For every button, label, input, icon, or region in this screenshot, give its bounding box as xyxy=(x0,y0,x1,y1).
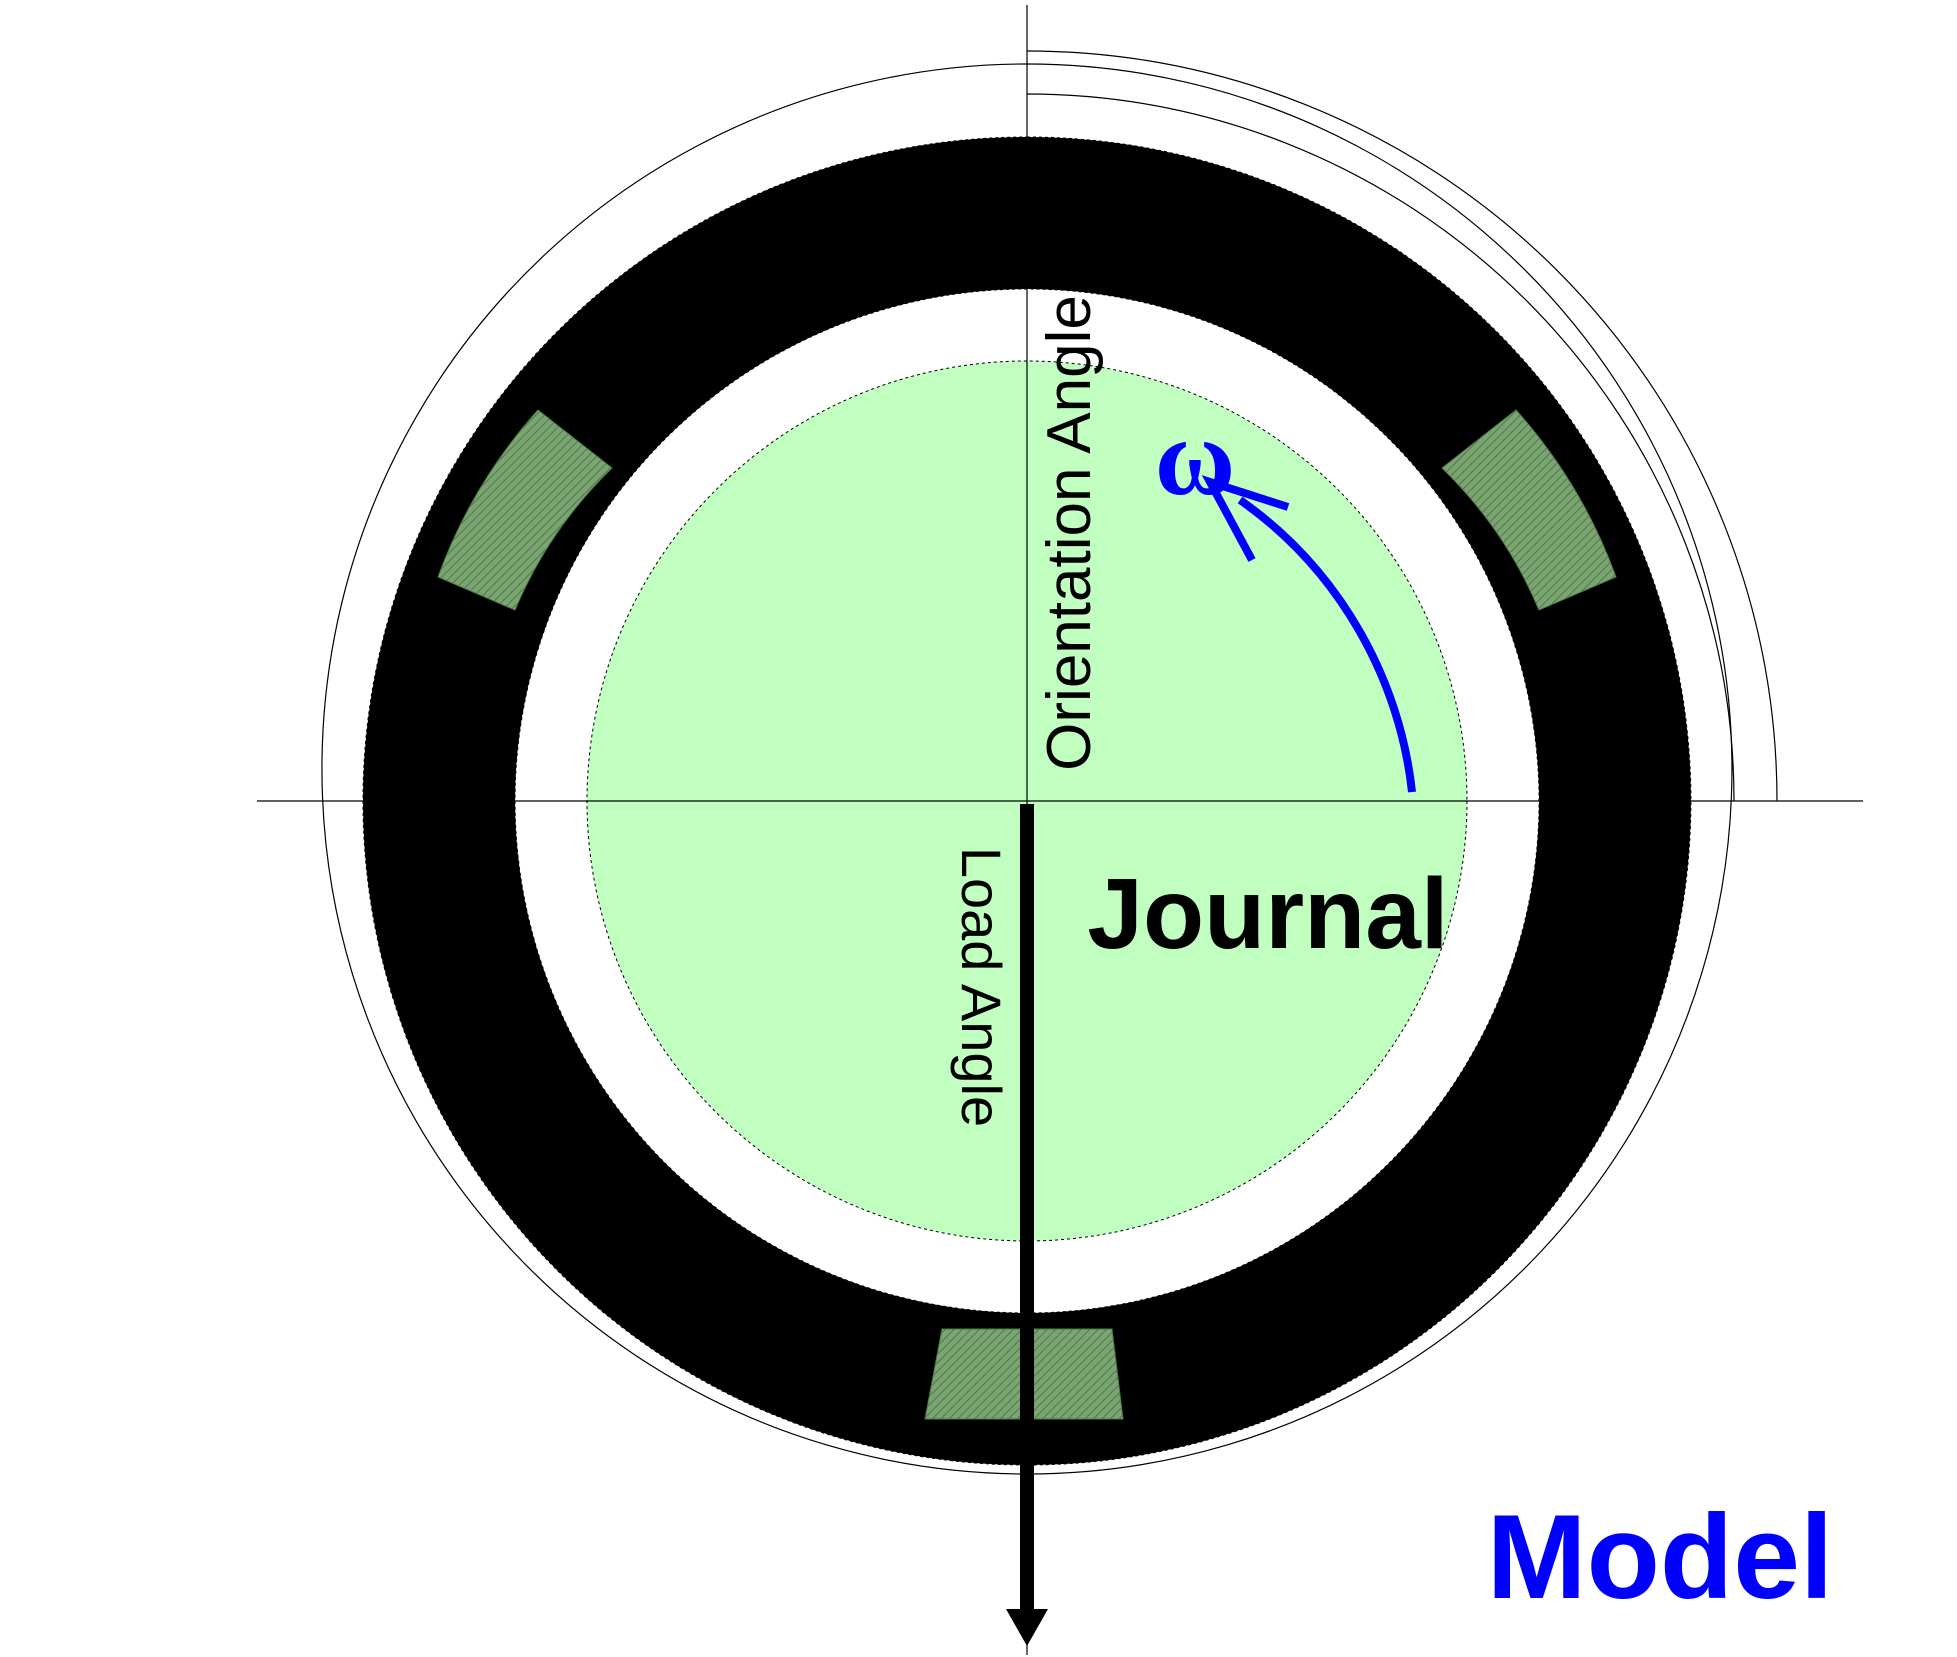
model-label: Model xyxy=(1487,1490,1834,1624)
bearing-ring xyxy=(362,136,1692,1466)
load-angle-label: Load Angle xyxy=(950,847,1013,1127)
journal-label: Journal xyxy=(1087,858,1448,970)
rotation-arrow xyxy=(1237,496,1416,793)
orientation-angle-arc-outer xyxy=(1026,50,1778,802)
omega-label: ω xyxy=(1155,396,1235,518)
orientation-angle-label: Orientation Angle xyxy=(1035,295,1104,771)
load-arrowhead xyxy=(1006,1609,1048,1646)
orientation-angle-arc-inner xyxy=(1026,93,1735,802)
bearing-label: Bearing xyxy=(836,173,1179,275)
bearing-pad-left xyxy=(437,409,613,611)
bearing-pad-right xyxy=(1441,409,1617,611)
rotation-arrowhead xyxy=(1201,475,1290,562)
